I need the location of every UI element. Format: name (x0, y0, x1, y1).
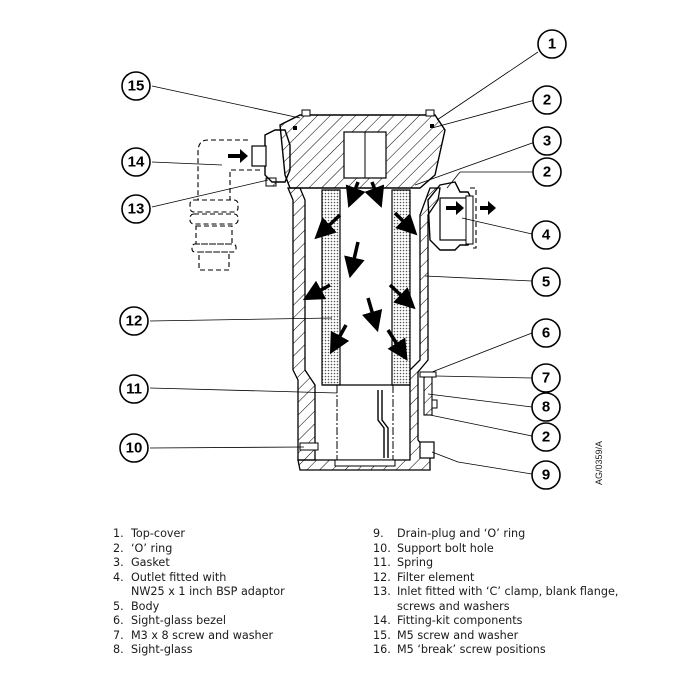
legend-text: ‘O’ ring (131, 541, 173, 555)
legend-left-column: 1. Top-cover 2. ‘O’ ring 3. Gasket 4. Outlet… (113, 527, 353, 658)
callout-8: 8 (531, 392, 561, 422)
leader-lines (149, 51, 539, 475)
legend-number: 13. (373, 585, 391, 598)
body (287, 187, 441, 471)
figure-reference-code: AG/0359/A (594, 441, 604, 485)
legend-number: 1. (113, 527, 124, 540)
svg-text:6: 6 (542, 325, 550, 342)
callout-15: 15 (121, 71, 151, 101)
legend-text: Inlet fitted with ‘C’ clamp, blank flang… (397, 585, 619, 613)
svg-text:2: 2 (543, 92, 551, 109)
legend-number: 15. (373, 628, 391, 642)
legend-right-column: 9. Drain-plug and ‘O’ ring 10. Support bol… (373, 527, 663, 658)
callout-7: 7 (531, 363, 561, 393)
legend-number: 16. (373, 643, 391, 656)
callout-2-outlet: 2 (532, 157, 562, 187)
callout-10: 10 (119, 433, 149, 463)
spring (336, 385, 394, 460)
legend-item: 4. Outlet fitted with NW25 x 1 inch BSP a… (113, 571, 353, 600)
legend-text: Top-cover (131, 527, 186, 540)
drain-plug (419, 441, 435, 459)
legend-number: 10. (373, 541, 391, 555)
outlet-flow-arrow-inner (446, 201, 464, 215)
legend-item: 15. M5 screw and washer (373, 629, 663, 644)
svg-text:2: 2 (542, 429, 550, 446)
callout-12: 12 (119, 306, 149, 336)
callout-13: 13 (121, 194, 151, 224)
legend-text: Spring (397, 556, 434, 569)
legend-number: 9. (373, 527, 384, 540)
legend-text: Filter element (397, 570, 475, 584)
legend-number: 3. (113, 556, 124, 569)
legend-item: 14. Fitting-kit components (373, 614, 663, 629)
legend-text: M3 x 8 screw and washer (131, 628, 274, 642)
legend-text: Sight-glass (131, 643, 193, 656)
sight-glass (419, 371, 438, 416)
legend-item: 7. M3 x 8 screw and washer (113, 629, 353, 644)
callout-1: 1 (537, 29, 567, 59)
inlet-fitting (251, 129, 291, 187)
legend-number: 8. (113, 643, 124, 656)
callout-11: 11 (119, 374, 149, 404)
callout-2-sightglass: 2 (531, 422, 561, 452)
svg-text:14: 14 (128, 154, 145, 171)
svg-text:12: 12 (126, 313, 143, 330)
filter-cross-section-diagram: 1 15 2 3 14 2 13 4 5 12 6 7 11 8 2 10 9 … (119, 29, 604, 490)
callout-3: 3 (532, 126, 562, 156)
legend-text: Support bolt hole (397, 541, 494, 555)
legend-text: Body (131, 599, 160, 613)
svg-text:8: 8 (542, 399, 550, 416)
legend-item: 12. Filter element (373, 571, 663, 586)
legend-number: 12. (373, 570, 391, 584)
legend-item: 3. Gasket (113, 556, 353, 571)
inlet-flow-arrow (228, 149, 248, 163)
callout-14: 14 (121, 147, 151, 177)
legend-number: 5. (113, 599, 124, 613)
fitting-kit-components (189, 139, 260, 271)
flow-arrows (302, 181, 418, 361)
support-bolt-hole (299, 442, 319, 451)
legend-item: 1. Top-cover (113, 527, 353, 542)
callout-2-top: 2 (532, 85, 562, 115)
legend-number: 14. (373, 614, 391, 627)
callout-5: 5 (531, 267, 561, 297)
callout-9: 9 (531, 460, 561, 490)
legend-text: Fitting-kit components (397, 614, 523, 627)
svg-text:2: 2 (543, 164, 551, 181)
legend-item: 6. Sight-glass bezel (113, 614, 353, 629)
legend-number: 7. (113, 628, 124, 642)
legend-number: 2. (113, 541, 124, 555)
outlet-flow-arrow-outer (480, 201, 496, 215)
svg-text:9: 9 (542, 467, 550, 484)
svg-text:15: 15 (128, 78, 145, 95)
svg-text:3: 3 (543, 133, 551, 150)
callout-6: 6 (531, 318, 561, 348)
svg-text:7: 7 (542, 370, 550, 387)
svg-text:11: 11 (126, 381, 142, 398)
legend-text: Sight-glass bezel (131, 614, 226, 627)
legend-text: Outlet fitted with NW25 x 1 inch BSP ada… (131, 570, 285, 599)
legend-text: Drain-plug and ‘O’ ring (397, 527, 526, 540)
top-cover (279, 109, 446, 189)
legend-number: 11. (373, 556, 391, 569)
legend-item: 10. Support bolt hole (373, 542, 663, 557)
legend-item: 9. Drain-plug and ‘O’ ring (373, 527, 663, 542)
legend-item: 11. Spring (373, 556, 663, 571)
legend-item: 5. Body (113, 600, 353, 615)
svg-text:1: 1 (548, 36, 556, 53)
legend-item: 8. Sight-glass (113, 643, 353, 658)
svg-text:4: 4 (542, 227, 551, 244)
legend-text: M5 screw and washer (397, 628, 519, 642)
svg-text:13: 13 (128, 201, 145, 218)
svg-text:10: 10 (126, 440, 143, 457)
legend-item: 2. ‘O’ ring (113, 542, 353, 557)
legend-number: 6. (113, 614, 124, 627)
legend-text: Gasket (131, 556, 170, 569)
legend-text: M5 ‘break’ screw positions (397, 643, 546, 656)
legend-item: 13. Inlet fitted with ‘C’ clamp, blank fl… (373, 585, 663, 614)
legend-number: 4. (113, 570, 124, 584)
svg-text:5: 5 (542, 274, 550, 291)
callout-4: 4 (531, 220, 561, 250)
legend-item: 16. M5 ‘break’ screw positions (373, 643, 663, 658)
